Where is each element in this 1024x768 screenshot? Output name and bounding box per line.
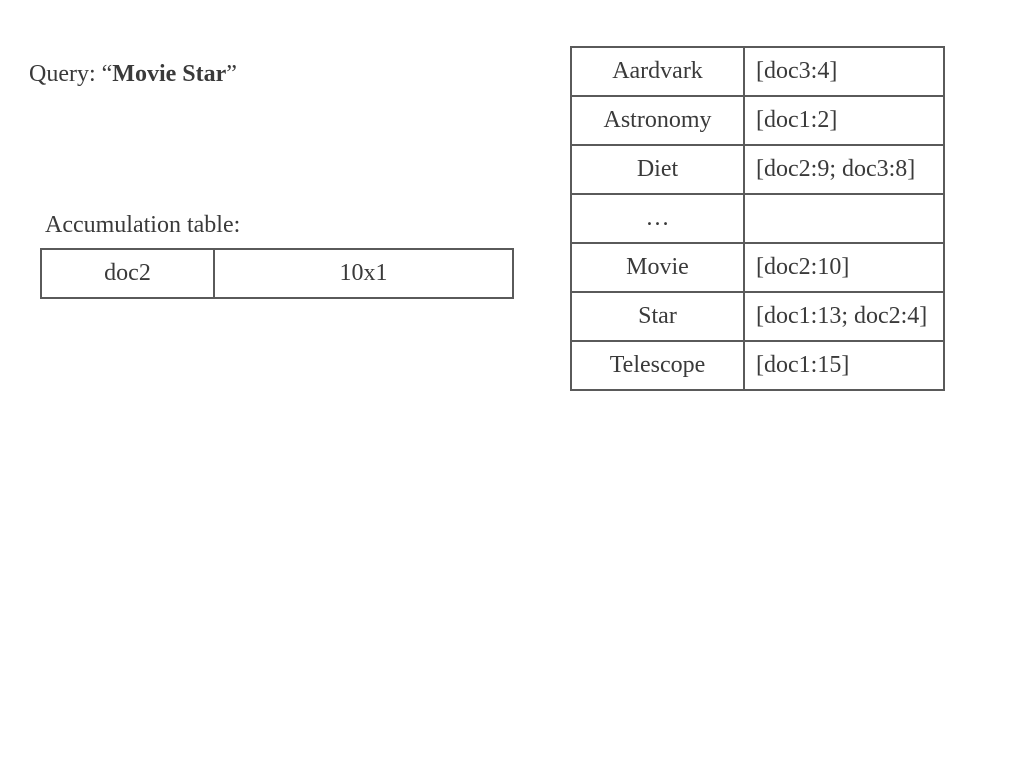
index-postings-cell: [doc2:10] [743,242,945,293]
index-postings-cell: [doc3:4] [743,46,945,97]
index-row: Movie [doc2:10] [570,242,945,293]
index-row: Star [doc1:13; doc2:4] [570,291,945,342]
index-postings-cell: [doc1:2] [743,95,945,146]
index-row: Telescope [doc1:15] [570,340,945,391]
index-term-cell: Astronomy [570,95,745,146]
index-row: Astronomy [doc1:2] [570,95,945,146]
index-term-cell: Aardvark [570,46,745,97]
inverted-index-table: Aardvark [doc3:4] Astronomy [doc1:2] Die… [570,46,945,391]
index-postings-cell: [doc2:9; doc3:8] [743,144,945,195]
index-row: Diet [doc2:9; doc3:8] [570,144,945,195]
index-term-cell: Movie [570,242,745,293]
accumulation-table-label: Accumulation table: [45,212,241,238]
accumulation-row: doc2 10x1 [40,248,514,299]
index-postings-cell [743,193,945,244]
index-term-cell: Telescope [570,340,745,391]
index-term-cell: … [570,193,745,244]
index-row: Aardvark [doc3:4] [570,46,945,97]
index-postings-cell: [doc1:13; doc2:4] [743,291,945,342]
accumulation-table: doc2 10x1 [40,248,514,299]
query-suffix: ” [226,61,237,87]
index-term-cell: Diet [570,144,745,195]
query-text: Query: “Movie Star” [29,58,237,90]
index-row: … [570,193,945,244]
accumulation-score-cell: 10x1 [213,248,514,299]
index-postings-cell: [doc1:15] [743,340,945,391]
index-term-cell: Star [570,291,745,342]
accumulation-doc-cell: doc2 [40,248,215,299]
query-terms: Movie Star [112,61,227,87]
query-prefix: Query: “ [29,61,113,87]
